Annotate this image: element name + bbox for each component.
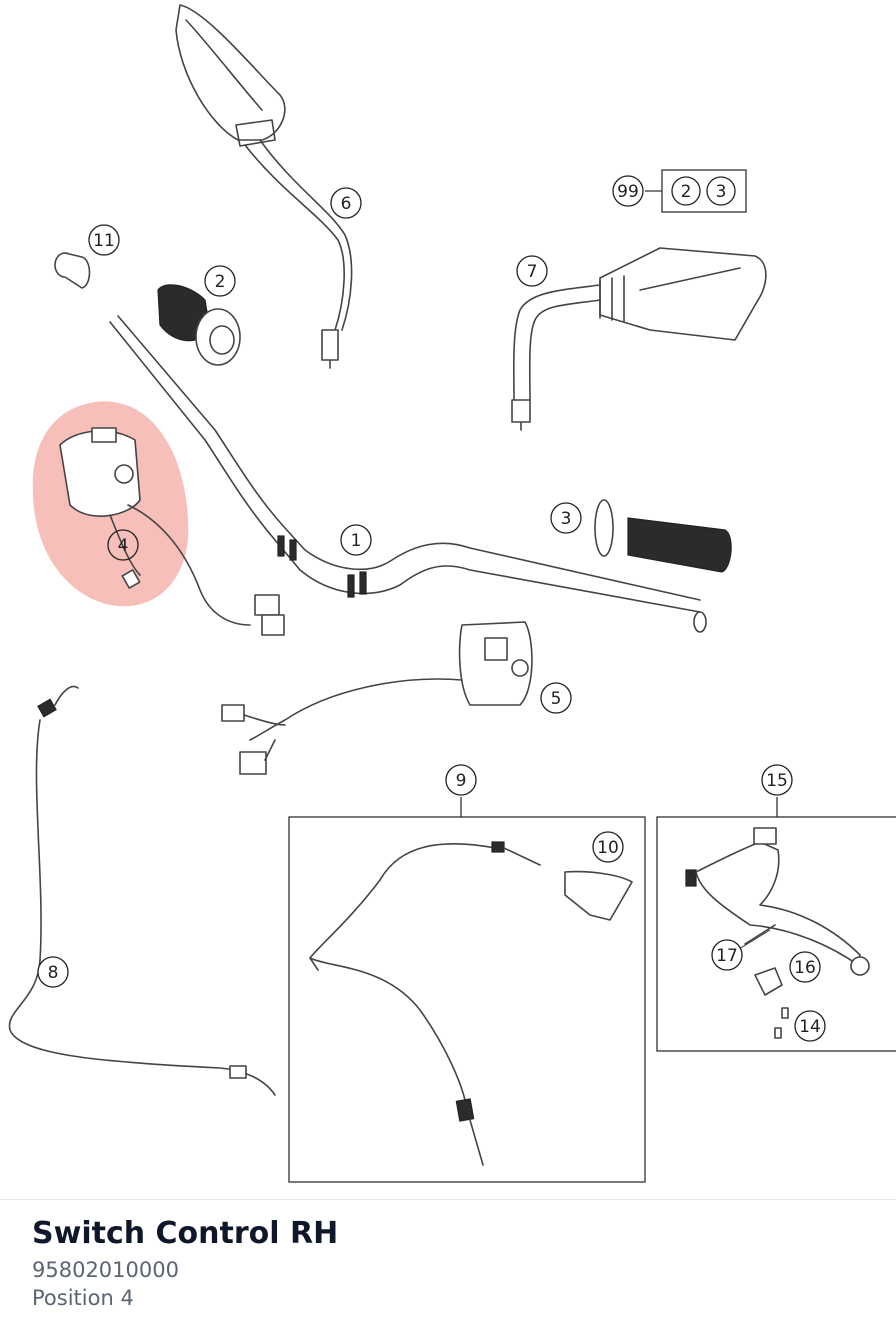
switch-control-lh[interactable] [221, 621, 533, 775]
callout-circle [107, 529, 139, 561]
callout-label: 6 [341, 194, 352, 214]
callout-3[interactable]: 3 [550, 502, 582, 534]
clutch-lever[interactable] [685, 827, 870, 1039]
callout-label: 99 [617, 182, 639, 202]
callout-4[interactable]: 4 [107, 529, 139, 561]
switch-control-rh[interactable] [59, 427, 285, 636]
callout-label: 14 [799, 1017, 821, 1037]
callout-label: 16 [794, 958, 816, 978]
callout-circle [789, 951, 821, 983]
callout-label: 3 [561, 509, 572, 529]
clutch-cable[interactable] [309, 841, 633, 1166]
part-position: Position 4 [32, 1286, 134, 1310]
callout-circle [340, 524, 372, 556]
callout-9[interactable]: 9 [445, 764, 477, 796]
kit-contents-box [645, 169, 747, 213]
callout-circle [592, 831, 624, 863]
callout-circle [540, 682, 572, 714]
callout-99[interactable]: 99 [612, 175, 644, 207]
callout-17[interactable]: 17 [711, 939, 743, 971]
callout-label: 15 [766, 771, 788, 791]
callout-label: 8 [48, 963, 59, 983]
throttle-cable[interactable] [8, 685, 276, 1096]
part-number: 95802010000 [32, 1258, 179, 1282]
callout-14[interactable]: 14 [794, 1010, 826, 1042]
kit-item-2[interactable]: 2 [671, 176, 701, 206]
callout-circle [37, 956, 69, 988]
parts-diagram: 1 2 3 4 5 6 7 8 9 10 11 14 15 16 17 99 2 3 [8, 4, 896, 1183]
kit-item-circle [671, 176, 701, 206]
grip-right[interactable] [594, 499, 732, 573]
callout-circle [794, 1010, 826, 1042]
callout-10[interactable]: 10 [592, 831, 624, 863]
callout-8[interactable]: 8 [37, 956, 69, 988]
callout-16[interactable]: 16 [789, 951, 821, 983]
callout-label: 7 [527, 262, 538, 282]
divider [0, 1199, 896, 1200]
kit-item-circle [706, 176, 736, 206]
callout-15[interactable]: 15 [761, 764, 793, 796]
grip-left[interactable] [157, 284, 241, 366]
kit-item-label: 2 [681, 182, 692, 202]
kit-item-label: 3 [716, 182, 727, 202]
callout-6[interactable]: 6 [330, 187, 362, 219]
bushing[interactable] [54, 252, 91, 289]
callout-label: 10 [597, 838, 619, 858]
kit-box-9[interactable] [288, 816, 646, 1183]
callout-circle [550, 502, 582, 534]
callout-11[interactable]: 11 [88, 224, 120, 256]
callout-circle [516, 255, 548, 287]
mirror-left[interactable] [175, 4, 353, 369]
callout-1[interactable]: 1 [340, 524, 372, 556]
kit-box-15[interactable] [656, 816, 896, 1052]
callout-circle [612, 175, 644, 207]
callout-label: 1 [351, 531, 362, 551]
kit-item-3[interactable]: 3 [706, 176, 736, 206]
callout-label: 9 [456, 771, 467, 791]
part-info: Switch Control RH 95802010000 Position 4 [32, 1212, 338, 1312]
callout-circle [761, 764, 793, 796]
callout-label: 17 [716, 946, 738, 966]
callout-circle [330, 187, 362, 219]
mirror-right[interactable] [511, 247, 767, 431]
callout-circle [204, 265, 236, 297]
callout-2[interactable]: 2 [204, 265, 236, 297]
callout-circle [445, 764, 477, 796]
callout-circle [711, 939, 743, 971]
part-title: Switch Control RH [32, 1216, 339, 1251]
callout-label: 2 [215, 272, 226, 292]
callout-circle [88, 224, 120, 256]
callout-label: 4 [118, 536, 129, 556]
callout-5[interactable]: 5 [540, 682, 572, 714]
handlebar[interactable] [109, 315, 707, 633]
callout-7[interactable]: 7 [516, 255, 548, 287]
callout-label: 11 [93, 231, 115, 251]
callout-label: 5 [551, 689, 562, 709]
